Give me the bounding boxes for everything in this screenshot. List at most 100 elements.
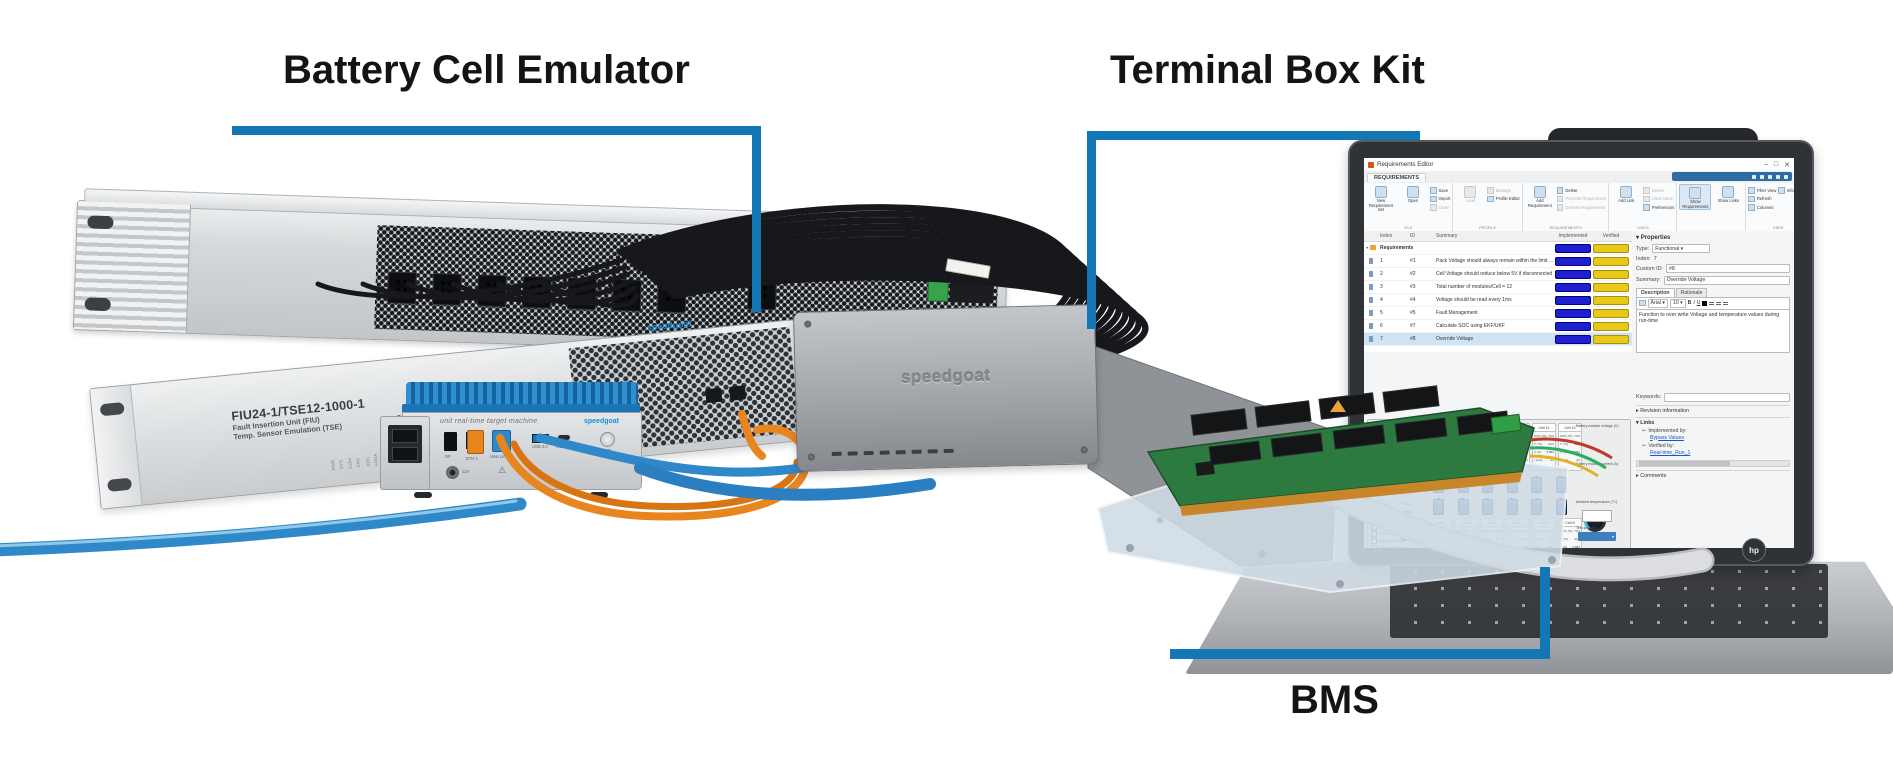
quick-access-toolbar[interactable] <box>1672 172 1792 181</box>
align-right-icon[interactable] <box>1723 301 1729 305</box>
ribbon-button-columns[interactable]: Columns <box>1748 204 1776 211</box>
verified-link[interactable]: Real-time_Run_1 <box>1650 449 1691 456</box>
ribbon-button-manage[interactable]: Manage <box>1487 187 1519 194</box>
ribbon-button-delete[interactable]: Delete <box>1643 187 1674 194</box>
fault-check-item[interactable]: Cell high temperature <box>1371 524 1413 530</box>
battery-icons-row <box>1428 497 1567 515</box>
ribbon-button-promote-requirement[interactable]: Promote Requirement <box>1556 195 1606 202</box>
font-size-select[interactable]: 10 ▾ <box>1669 298 1686 308</box>
ribbon-button-preferences[interactable]: Preferences <box>1643 204 1674 211</box>
type-label: Type: <box>1636 245 1650 252</box>
ribbon-button-icon <box>1487 187 1494 194</box>
ribbon-button-close[interactable]: Close <box>1430 204 1450 211</box>
font-select[interactable]: Arial ▾ <box>1647 298 1668 308</box>
eth1-label: ETH 1 <box>466 456 478 461</box>
bold-button[interactable]: B <box>1687 300 1692 306</box>
tab-requirements[interactable]: REQUIREMENTS <box>1367 173 1427 182</box>
summary-input[interactable]: Override Voltage <box>1663 275 1790 285</box>
ribbon-button-load[interactable]: Load <box>1455 184 1485 204</box>
close-button[interactable]: ✕ <box>1784 161 1790 169</box>
document-icon <box>1369 310 1373 316</box>
verified-bar <box>1593 308 1629 318</box>
verified-bar <box>1593 282 1629 292</box>
minimize-button[interactable]: – <box>1763 160 1768 168</box>
ribbon-button-profile-editor[interactable]: Profile Editor <box>1487 195 1520 202</box>
ribbon-button-filter-view[interactable]: Filter View <box>1748 187 1776 194</box>
callout-line-tbk-horizontal <box>1087 131 1420 140</box>
test-scenario-dropdown[interactable]: ▾ <box>1578 532 1616 541</box>
col-implemented[interactable]: Implemented <box>1558 233 1588 239</box>
implemented-link[interactable]: Bypass Values <box>1650 434 1684 441</box>
font-color-swatch[interactable] <box>1702 300 1708 306</box>
italic-button[interactable]: I <box>1693 300 1695 306</box>
align-center-icon[interactable] <box>1716 301 1722 305</box>
insert-icon[interactable] <box>1639 299 1646 307</box>
custom-id-input[interactable]: #8 <box>1665 264 1790 273</box>
laptop-keyboard[interactable] <box>1390 564 1828 638</box>
ribbon-button-clear-issue[interactable]: Clear Issue <box>1643 195 1674 202</box>
col-id[interactable]: ID <box>1410 233 1415 239</box>
description-textarea[interactable]: Function to over write Voltage and tempe… <box>1636 309 1790 353</box>
tab-rationale[interactable]: Rationale <box>1675 287 1708 297</box>
ribbon-button-import[interactable]: Import <box>1430 195 1450 202</box>
ribbon-button-new-requirement-set[interactable]: New Requirement Set <box>1366 184 1396 213</box>
document-icon <box>1369 271 1373 277</box>
col-verified[interactable]: Verified <box>1602 233 1620 239</box>
implemented-bar <box>1555 269 1591 279</box>
io-module-plate <box>380 416 430 490</box>
horizontal-scrollbar[interactable] <box>1636 459 1790 467</box>
ribbon-button-add-requirement[interactable]: Add Requirement <box>1525 184 1555 208</box>
underline-button[interactable]: U <box>1696 300 1701 306</box>
ribbon-button-open[interactable]: Open <box>1398 184 1428 204</box>
fault-check-item[interactable]: Module overcurrent <box>1371 517 1413 523</box>
col-index[interactable]: Index <box>1380 233 1393 239</box>
faults-title: Faults detected by BMS <box>1371 510 1412 514</box>
comments-section[interactable]: ▸ Comments <box>1636 469 1790 479</box>
fault-check-item[interactable]: Cell overvoltage <box>1371 538 1413 544</box>
ribbon-button-show-requirements[interactable]: Show Requirements <box>1679 184 1712 211</box>
verified-bar <box>1593 334 1629 344</box>
verified-bar <box>1593 269 1629 279</box>
maximize-button[interactable]: □ <box>1773 160 1779 168</box>
ribbon-button-information[interactable]: Information <box>1778 187 1794 194</box>
ribbon-button-demote-requirement[interactable]: Demote Requirement <box>1556 204 1606 211</box>
revision-section[interactable]: ▸ Revision information <box>1636 404 1790 414</box>
implemented-by-icon: ⇐ <box>1642 427 1647 434</box>
ribbon-button-delete[interactable]: Delete <box>1556 187 1606 194</box>
ribbon-button-add-link[interactable]: Add Link <box>1611 184 1641 204</box>
requirements-root-row[interactable]: ▾ Requirements <box>1364 242 1632 255</box>
current-limits-label: Current limits (A) <box>1382 476 1409 480</box>
type-select[interactable]: Functional ▾ <box>1652 244 1711 253</box>
ribbon-button-refresh[interactable]: Refresh <box>1748 195 1776 202</box>
power-button[interactable] <box>600 432 615 447</box>
col-summary[interactable]: Summary <box>1436 233 1458 239</box>
keywords-input[interactable] <box>1664 392 1790 402</box>
tab-description[interactable]: Description <box>1636 287 1675 297</box>
verified-bar <box>1593 256 1629 266</box>
cell-connector <box>656 280 687 314</box>
battery-icon <box>1531 497 1542 515</box>
ribbon-button-icon <box>1643 187 1650 194</box>
window-titlebar[interactable]: Requirements Editor – □ ✕ <box>1364 158 1794 172</box>
fault-check-item[interactable]: Cell undervoltage <box>1371 545 1413 548</box>
battery-icon <box>1555 497 1567 515</box>
rack-screw-hole <box>87 215 114 230</box>
fault-check-item[interactable]: Cell low temperature <box>1371 531 1413 537</box>
callout-line-bce-vertical <box>752 126 761 312</box>
ribbon-button-show-links[interactable]: Show Links <box>1713 184 1743 204</box>
ribbon-button-save[interactable]: Save <box>1430 187 1450 194</box>
align-left-icon[interactable] <box>1709 301 1715 305</box>
links-section[interactable]: ▾ Links <box>1636 416 1790 426</box>
label-battery-cell-emulator: Battery Cell Emulator <box>283 48 690 92</box>
